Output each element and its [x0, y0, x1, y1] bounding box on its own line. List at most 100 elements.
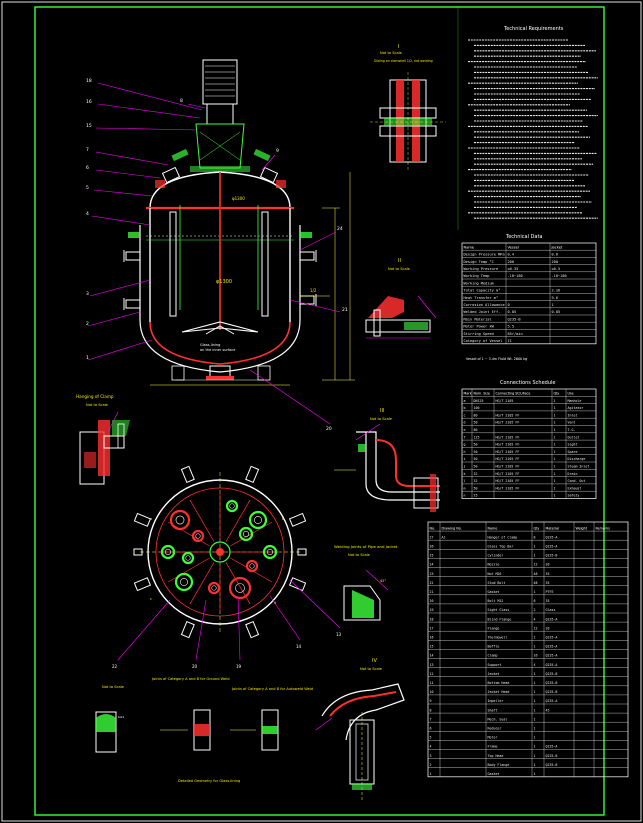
parts-list-cell: Q235-A [546, 663, 558, 667]
technical-data-cell: Q235-B [508, 317, 521, 321]
parts-list-cell: Gasket [488, 772, 500, 776]
parts-list-cell: AJ [442, 535, 446, 539]
support-lug [288, 577, 307, 592]
category-b-title: Joints of Category A and B for Autoweld … [231, 687, 313, 691]
parts-list-cell: 17 [430, 626, 434, 630]
support-lug [288, 512, 307, 527]
connections-header-cell: Mark [464, 392, 472, 396]
technical-data-cell: Design Pressure MPa [464, 253, 505, 257]
parts-list-cell: 13 [430, 663, 434, 667]
inner-frame [34, 6, 605, 816]
parts-list-cell: 1 [430, 772, 432, 776]
parts-list-cell: 1 [534, 745, 536, 749]
svg-text:20: 20 [192, 664, 198, 669]
connections-cell: b [464, 406, 466, 410]
parts-list-cell: 35 [546, 572, 550, 576]
welding-joints-scale: Not to Scale [348, 553, 371, 557]
parts-list-cell: 10 [430, 690, 434, 694]
parts-list-cell: 18 [430, 617, 434, 621]
connections-cell: g [464, 443, 466, 447]
svg-text:14: 14 [296, 644, 302, 649]
nozzle-top-1 [161, 166, 181, 184]
hanging-clamp-view: Hanging of Clamp Not to Scale [76, 394, 130, 485]
plan-nozzle [238, 526, 254, 542]
detail-I-label: I [398, 44, 399, 50]
svg-text:18: 18 [86, 78, 92, 84]
mounting-flange [190, 166, 250, 172]
technical-data-cell: Corrosion Allowance [464, 303, 505, 307]
connections-header-cell: Connecting Std./Face [496, 392, 531, 396]
svg-text:7: 7 [86, 147, 89, 153]
connections-title: Connections Schedule [500, 380, 555, 386]
svg-text:a: a [150, 517, 152, 521]
baffle-left [169, 211, 177, 317]
parts-list-cell: Cylinder [488, 554, 504, 558]
connections-cell: 1 [554, 465, 556, 469]
connections-cell: HG/T 2105 FF [496, 443, 520, 447]
svg-text:1: 1 [86, 355, 89, 361]
parts-list-cell: 1 [534, 681, 536, 685]
connections-cell: e [464, 428, 466, 432]
svg-text:5: 5 [86, 185, 89, 191]
svg-text:4: 4 [86, 211, 89, 217]
plan-nozzle [245, 559, 259, 573]
parts-list-cell: Q235-B [546, 672, 558, 676]
plan-nozzle [262, 544, 278, 560]
support-lug [133, 577, 152, 592]
leader-lines [87, 82, 341, 425]
parts-list-header-cell: Remarks [596, 526, 611, 530]
technical-data-cell: 5.5 [508, 325, 515, 329]
parts-list-cell: Hanger of Clamp [488, 535, 518, 539]
connections-cell: 50 [474, 421, 478, 425]
svg-text:Not to Scale: Not to Scale [370, 417, 393, 421]
parts-list-header-cell: Material [546, 526, 559, 530]
plan-nozzle [225, 499, 239, 513]
parts-list-cell: Motor [488, 736, 498, 740]
technical-data-cell: 0.4 [508, 253, 515, 257]
svg-text:Glass-lining: Glass-lining [200, 343, 220, 347]
svg-text:d: d [274, 601, 276, 605]
technical-data-cell: 0.6 [552, 253, 559, 257]
support-lug [180, 620, 195, 639]
detail-IV-view: IV Not to Scale [315, 658, 405, 800]
plan-nozzle [248, 510, 268, 530]
motor [202, 59, 238, 105]
parts-list-cell: 24 [430, 563, 434, 567]
svg-text:Not to Scale: Not to Scale [388, 267, 411, 271]
technical-data-cell: 0.85 [508, 310, 517, 314]
svg-text:2: 2 [86, 321, 89, 327]
connections-cell: HG/T 2105 FF [496, 450, 520, 454]
parts-list-cell: 6 [430, 727, 432, 731]
technical-data-cell: Category of Vessel [464, 339, 503, 343]
connections-cell: DN125 [474, 399, 484, 403]
parts-list-cell: Q235-A [546, 745, 558, 749]
connections-cell: 50 [474, 457, 478, 461]
connections-cell: n [464, 494, 466, 498]
connections-cell: Exhaust [568, 486, 582, 490]
support-lug [180, 465, 195, 484]
connections-header-cell: Nom. Size [474, 392, 491, 396]
connections-cell: 1 [554, 421, 556, 425]
hanging-clamp-scale: Not to Scale [86, 403, 109, 407]
parts-list-cell: Jacket Head [488, 690, 510, 694]
technical-data-cell: 1 [552, 303, 554, 307]
svg-text:13: 13 [336, 632, 342, 637]
technical-data-header-cell: Jacket [551, 245, 563, 249]
parts-list-cell: 4 [534, 617, 536, 621]
plan-nozzle [174, 572, 194, 592]
parts-list-cell: 48 [534, 572, 538, 576]
svg-text:19: 19 [236, 664, 242, 669]
parts-list-cell: 1 [534, 699, 536, 703]
detail-I-view: I Not to Scale Sliding on clamshell 1/2,… [370, 44, 446, 170]
support-lug [133, 512, 152, 527]
parts-list-cell: 1 [534, 754, 536, 758]
nozzle-top-2 [259, 166, 279, 184]
parts-list-cell: 1 [534, 554, 536, 558]
parts-list-cell: Bolt M12 [488, 599, 504, 603]
connections-cell: 100 [474, 406, 480, 410]
parts-list-cell: 20 [546, 563, 550, 567]
parts-list-cell: Frame [488, 745, 498, 749]
connections-cell: 1 [554, 486, 556, 490]
connections-cell: Spare [568, 450, 578, 454]
